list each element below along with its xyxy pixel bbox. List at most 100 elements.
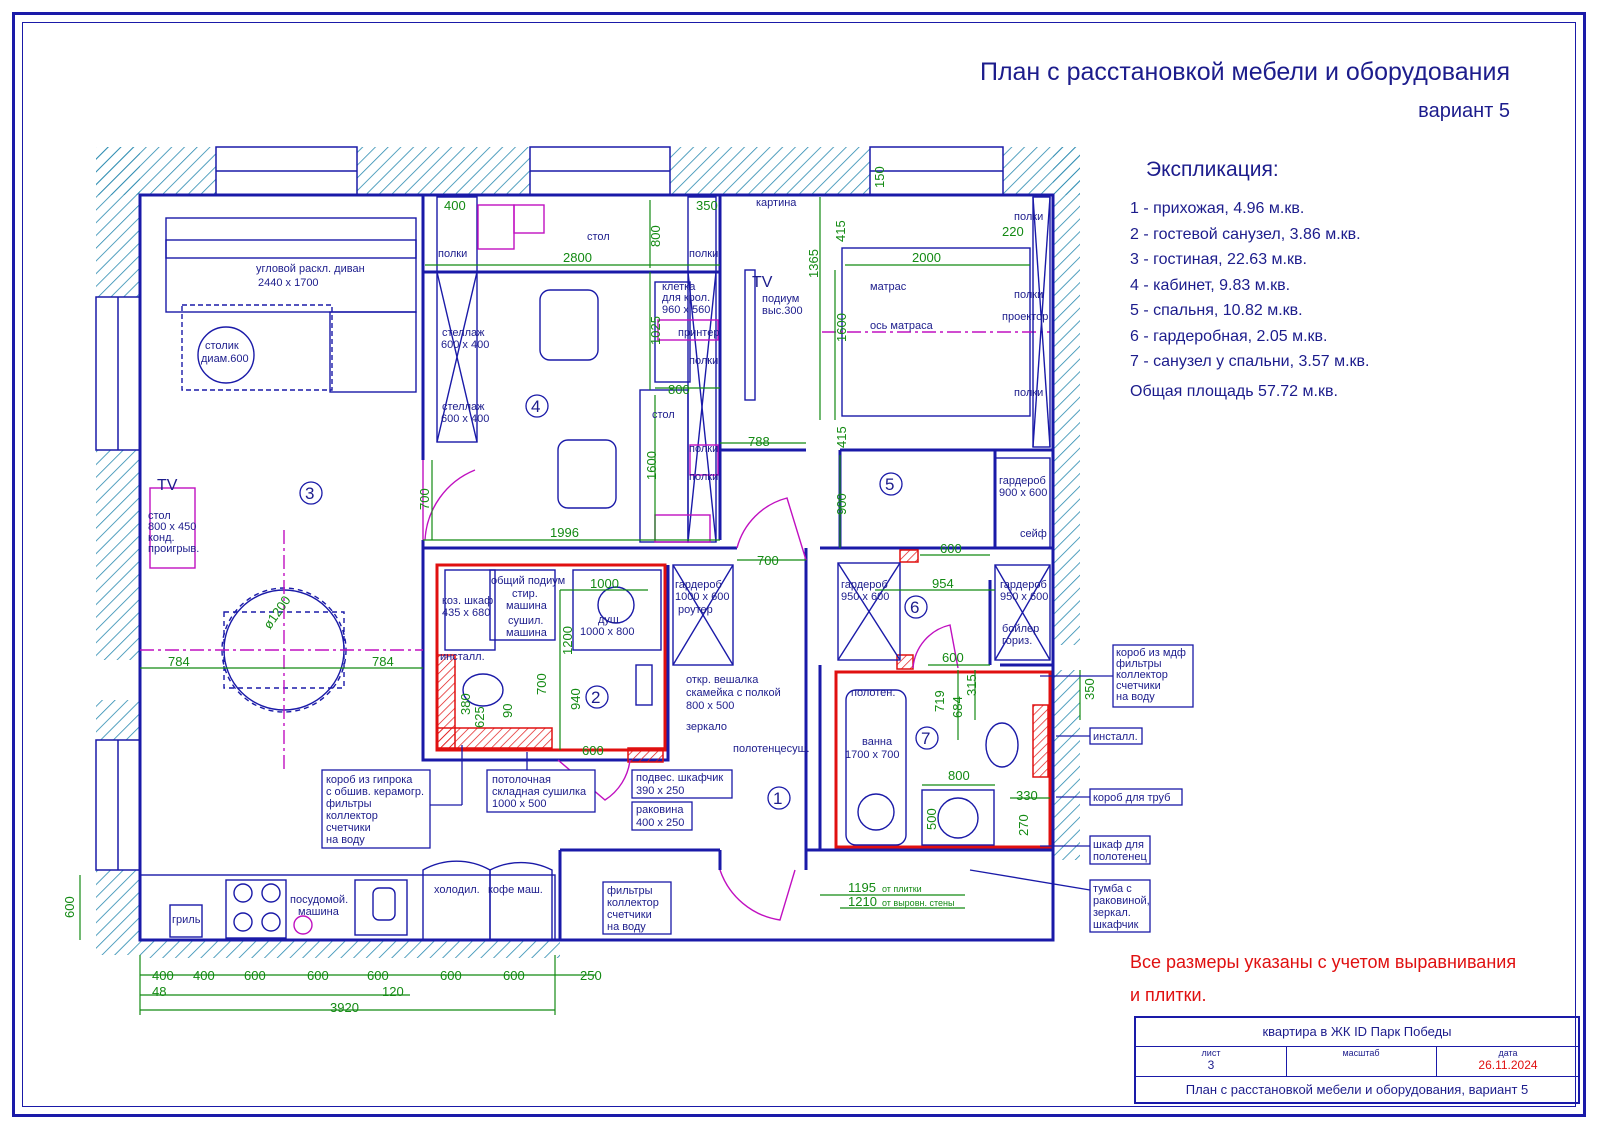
title-block-scale: масштаб xyxy=(1286,1046,1437,1076)
printer-label: принтер xyxy=(678,327,719,339)
wardrobe-label: гардероб xyxy=(1000,579,1047,591)
date-label: дата xyxy=(1498,1048,1518,1058)
podium-label: машина xyxy=(506,627,548,639)
callout-line: фильтры xyxy=(1116,658,1162,670)
coffee-table-label: столик xyxy=(205,340,239,352)
towel-label: полотен. xyxy=(851,687,895,699)
dimension-value: 800 xyxy=(668,382,690,397)
dimension-lines xyxy=(79,197,1081,1015)
dimension-value: 625 xyxy=(472,706,487,728)
dimension-value: 400 xyxy=(193,968,215,983)
callout-line: счетчики xyxy=(1116,680,1161,692)
explication-item: 7 - санузел у спальни, 3.57 м.кв. xyxy=(1130,353,1370,370)
title-block-meta: лист 3 масштаб дата 26.11.2024 xyxy=(1136,1046,1578,1077)
hanger-size-label: 800 х 500 xyxy=(686,700,734,712)
page-subtitle: вариант 5 xyxy=(1418,100,1510,122)
dimension-value: 700 xyxy=(417,488,432,510)
boiler-label: гориз. xyxy=(1002,635,1032,647)
dimension-value: 600 xyxy=(367,968,389,983)
callout-line: короб для труб xyxy=(1093,792,1170,804)
callout-texts: короб из гипрока с обшив. керамогр. филь… xyxy=(326,647,1186,933)
callout-line: раковиной, xyxy=(1093,895,1150,907)
rack-label: стеллаж xyxy=(442,401,485,413)
dimension-value: 1365 xyxy=(806,249,821,278)
dimension-value: 500 xyxy=(924,808,939,830)
desk-label: стол xyxy=(587,231,610,243)
sofa-size-label: 2440 х 1700 xyxy=(258,277,319,289)
safe-label: сейф xyxy=(1020,528,1047,540)
callout-line: шкафчик xyxy=(1093,919,1139,931)
bath-size-label: 1700 х 700 xyxy=(845,749,899,761)
tv-label: TV xyxy=(752,274,773,291)
room-number: 5 xyxy=(885,475,894,494)
dimension-value: 150 xyxy=(872,166,887,188)
installation-label: инсталл. xyxy=(440,651,485,663)
explication-heading: Экспликация: xyxy=(1146,158,1279,181)
shelves-label: полки xyxy=(689,471,718,483)
callout-line: тумба с xyxy=(1093,883,1132,895)
podium-label: стир. xyxy=(512,588,538,600)
callout-line: инсталл. xyxy=(1093,731,1138,743)
callout-line: короб из мдф xyxy=(1116,647,1186,659)
hanger-label: откр. вешалка xyxy=(686,674,759,686)
dimension-value: 415 xyxy=(833,220,848,242)
title-block-sheet-title: План с расстановкой мебели и оборудовани… xyxy=(1185,1082,1529,1097)
sheet-label: лист xyxy=(1201,1048,1221,1058)
dimension-value: 800 xyxy=(948,768,970,783)
callout-line: полотенец xyxy=(1093,851,1147,863)
fridge-label: холодил. xyxy=(434,884,480,896)
coffee-machine-label: кофе маш. xyxy=(488,884,543,896)
plumbing-boxes xyxy=(436,549,1049,778)
wardrobe-size-label: 900 х 600 xyxy=(999,487,1047,499)
explication-item: 5 - спальня, 10.82 м.кв. xyxy=(1130,302,1303,319)
dimension-value: 788 xyxy=(748,434,770,449)
room-number: 4 xyxy=(531,397,540,416)
dimension-value: 220 xyxy=(1002,224,1024,239)
shelves-label: полки xyxy=(689,248,718,260)
room-number: 6 xyxy=(910,598,919,617)
dimension-value: 415 xyxy=(834,426,849,448)
dishwasher-label: посудомой. xyxy=(290,894,348,906)
dimension-value: 600 xyxy=(940,541,962,556)
wardrobe-size-label: 950 х 600 xyxy=(1000,591,1048,603)
dimension-value: 400 xyxy=(444,198,466,213)
wardrobe-size-label: 1000 х 600 xyxy=(675,591,729,603)
dimension-value: 600 xyxy=(244,968,266,983)
inner-frame xyxy=(22,22,1576,1107)
bath-label: ванна xyxy=(862,736,893,748)
room-number: 1 xyxy=(773,789,782,808)
explication-list: 1 - прихожая, 4.96 м.кв. 2 - гостевой са… xyxy=(1130,196,1369,404)
room-number: 2 xyxy=(591,688,600,707)
callout-line: фильтры xyxy=(607,885,653,897)
console-label: стол xyxy=(148,510,171,522)
outer-frame xyxy=(12,12,1586,1117)
dimension-value: 350 xyxy=(696,198,718,213)
wardrobe-label: гардероб xyxy=(675,579,722,591)
dimension-value: 315 xyxy=(964,674,979,696)
scale-label: масштаб xyxy=(1342,1048,1380,1058)
callout-line: подвес. шкафчик xyxy=(636,772,723,784)
rack-size-label: 600 х 400 xyxy=(441,413,489,425)
wardrobe-label: гардероб xyxy=(999,475,1046,487)
callout-line: раковина xyxy=(636,804,684,816)
dimension-value: 2000 xyxy=(912,250,941,265)
callout-line: с обшив. керамогр. xyxy=(326,786,424,798)
title-block: квартира в ЖК ID Парк Победы лист 3 масш… xyxy=(1134,1016,1580,1104)
exterior-walls xyxy=(96,147,1080,958)
dimension-value: 1195 xyxy=(848,880,876,895)
dimension-note-line: и плитки. xyxy=(1130,985,1207,1005)
explication-total: Общая площадь 57.72 м.кв. xyxy=(1130,382,1338,400)
callout-line: складная сушилка xyxy=(492,786,587,798)
dimension-note-line: Все размеры указаны с учетом выравнивани… xyxy=(1130,952,1517,972)
dimension-value: 600 xyxy=(582,743,604,758)
callouts xyxy=(321,644,1194,935)
dimension-value: 48 xyxy=(152,984,166,999)
explication-item: 1 - прихожая, 4.96 м.кв. xyxy=(1130,200,1305,217)
shelves-label: полки xyxy=(689,443,718,455)
podium-height-label: выс.300 xyxy=(762,305,803,317)
dimension-value: 600 xyxy=(942,650,964,665)
dimension-value: 700 xyxy=(757,553,779,568)
dimension-value: 1600 xyxy=(834,313,849,342)
cage-label: для крол. xyxy=(662,292,710,304)
rack-label: стеллаж xyxy=(442,327,485,339)
